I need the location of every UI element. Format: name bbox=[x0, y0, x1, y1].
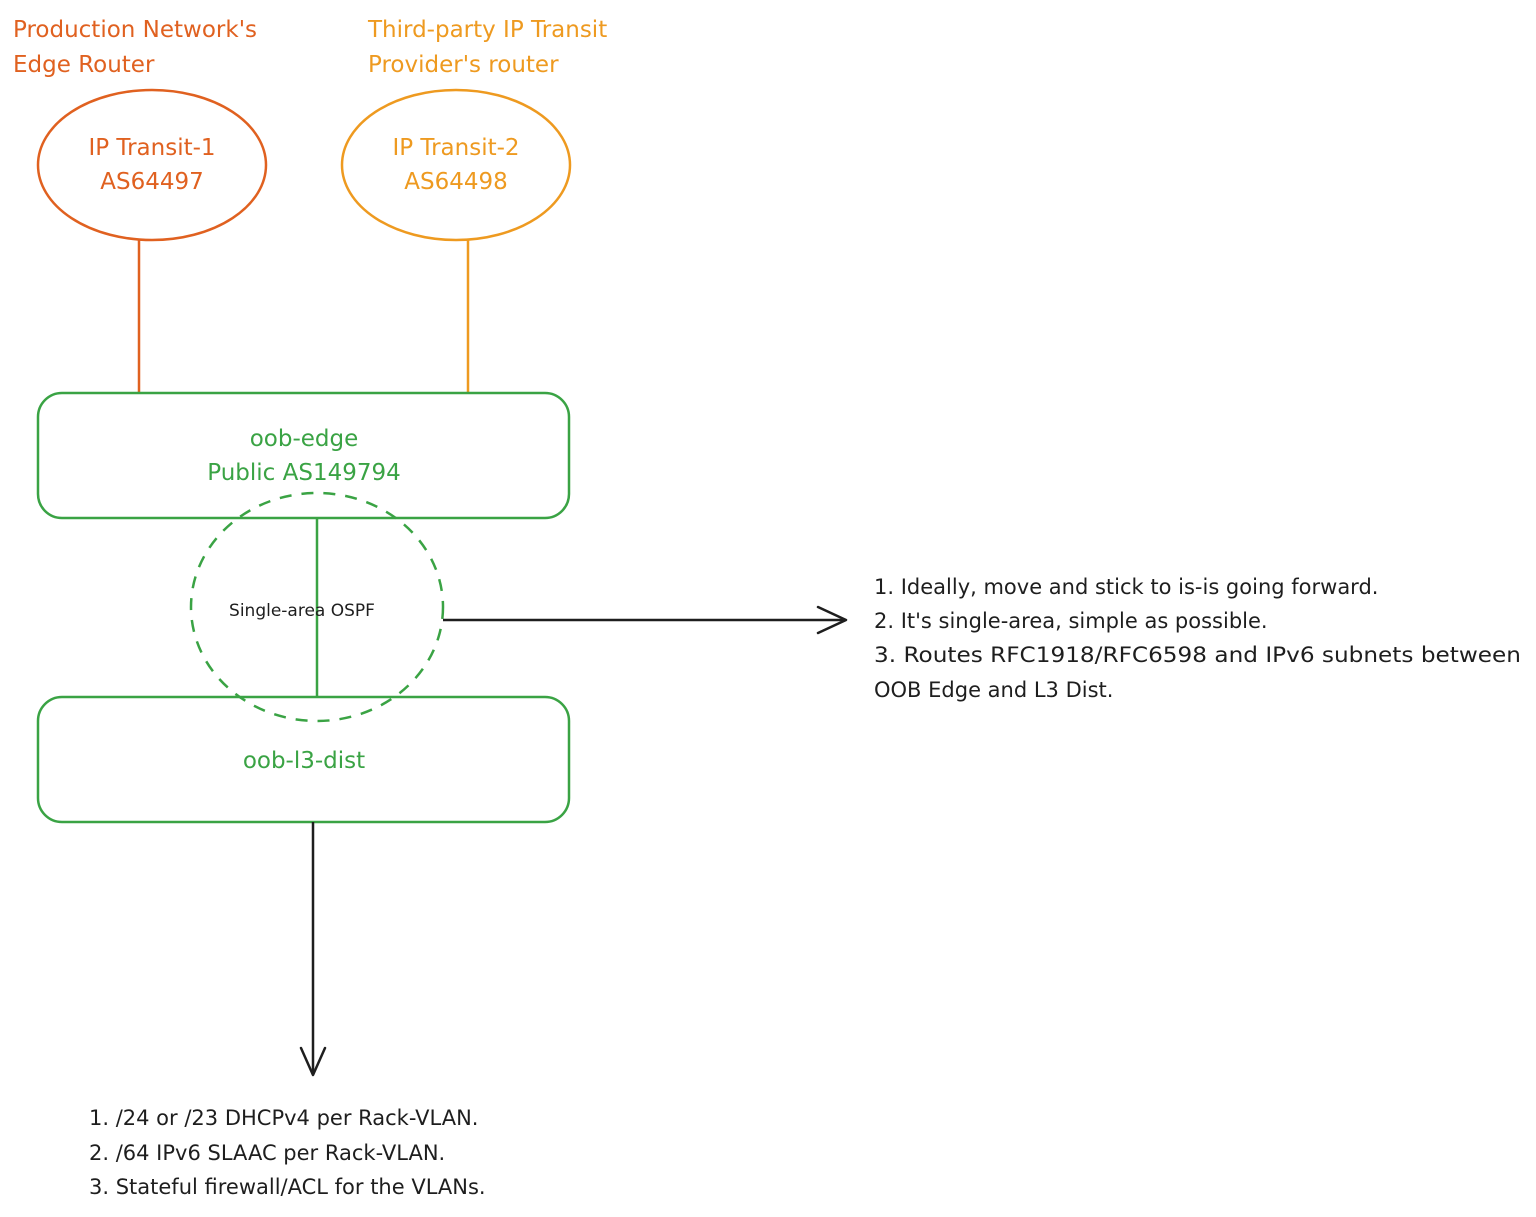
node-oob-l3-dist[interactable]: oob-l3-dist bbox=[36, 695, 571, 824]
transit2-caption-line1: Third-party IP Transit bbox=[367, 17, 607, 43]
oob-edge-name: oob-edge bbox=[250, 426, 359, 452]
arrow-dist-head bbox=[299, 1046, 327, 1077]
dist-notes: 1. /24 or /23 DHCPv4 per Rack-VLAN. 2. /… bbox=[89, 1106, 486, 1199]
dist-note-3: 3. Stateful firewall/ACL for the VLANs. bbox=[89, 1175, 486, 1199]
transit1-caption-line1: Production Network's bbox=[13, 17, 257, 43]
transit2-asn: AS64498 bbox=[404, 169, 508, 195]
ospf-note-4: OOB Edge and L3 Dist. bbox=[874, 678, 1113, 702]
transit1-asn: AS64497 bbox=[100, 169, 204, 195]
transit2-ellipse bbox=[340, 88, 572, 242]
node-ip-transit-2[interactable]: IP Transit-2 AS64498 bbox=[340, 88, 572, 242]
arrow-l3-dist-to-notes bbox=[299, 822, 327, 1077]
transit2-caption: Third-party IP Transit Provider's router bbox=[367, 17, 607, 78]
node-ip-transit-1[interactable]: IP Transit-1 AS64497 bbox=[36, 88, 268, 242]
arrow-ospf-head bbox=[816, 605, 848, 635]
oob-l3-dist-box bbox=[36, 695, 571, 824]
transit1-name: IP Transit-1 bbox=[88, 135, 215, 161]
ospf-area[interactable]: Single-area OSPF bbox=[189, 491, 445, 723]
oob-edge-asn: Public AS149794 bbox=[207, 460, 401, 486]
arrow-ospf-to-notes bbox=[443, 605, 848, 635]
ospf-dashed-circle bbox=[189, 491, 445, 723]
ospf-notes: 1. Ideally, move and stick to is-is goin… bbox=[874, 575, 1521, 702]
node-oob-edge[interactable]: oob-edge Public AS149794 bbox=[36, 391, 571, 520]
oob-l3-dist-name: oob-l3-dist bbox=[243, 748, 365, 774]
oob-edge-box bbox=[36, 391, 571, 520]
transit2-caption-line2: Provider's router bbox=[368, 52, 559, 78]
transit2-name: IP Transit-2 bbox=[392, 135, 519, 161]
dist-note-2: 2. /64 IPv6 SLAAC per Rack-VLAN. bbox=[89, 1141, 445, 1165]
ospf-note-1: 1. Ideally, move and stick to is-is goin… bbox=[874, 575, 1378, 599]
transit1-caption: Production Network's Edge Router bbox=[13, 17, 257, 78]
ospf-note-2: 2. It's single-area, simple as possible. bbox=[874, 609, 1268, 633]
ospf-note-3: 3. Routes RFC1918/RFC6598 and IPv6 subne… bbox=[874, 643, 1521, 667]
ospf-label: Single-area OSPF bbox=[229, 601, 375, 621]
dist-note-1: 1. /24 or /23 DHCPv4 per Rack-VLAN. bbox=[89, 1106, 478, 1130]
transit1-caption-line2: Edge Router bbox=[13, 52, 155, 78]
transit1-ellipse bbox=[36, 88, 268, 242]
